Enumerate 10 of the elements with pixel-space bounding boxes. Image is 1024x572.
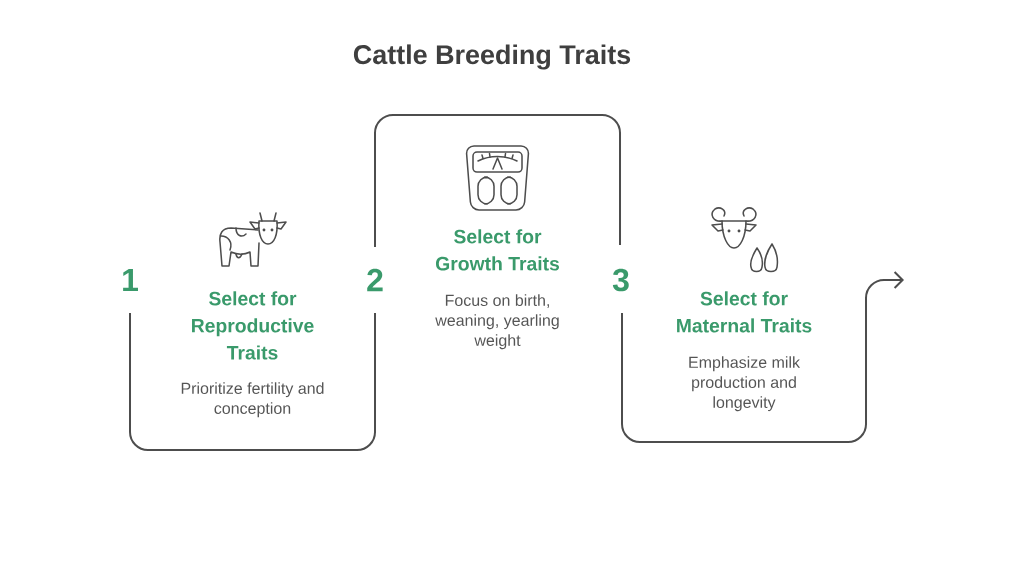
step-heading: Select for Reproductive Traits xyxy=(192,291,314,360)
step-description: Emphasize milk production and longevity xyxy=(689,356,800,412)
step-heading: Select for Maternal Traits xyxy=(677,291,812,333)
step-number: 3 xyxy=(612,268,629,292)
title: Cattle Breeding Traits xyxy=(353,44,631,70)
step-description: Focus on birth, weaning, yearling weight xyxy=(435,294,559,350)
step-description: Prioritize fertility and conception xyxy=(181,382,324,418)
step-number: 1 xyxy=(123,269,138,291)
step-heading: Select for Growth Traits xyxy=(436,229,560,271)
step-number: 2 xyxy=(367,268,383,292)
